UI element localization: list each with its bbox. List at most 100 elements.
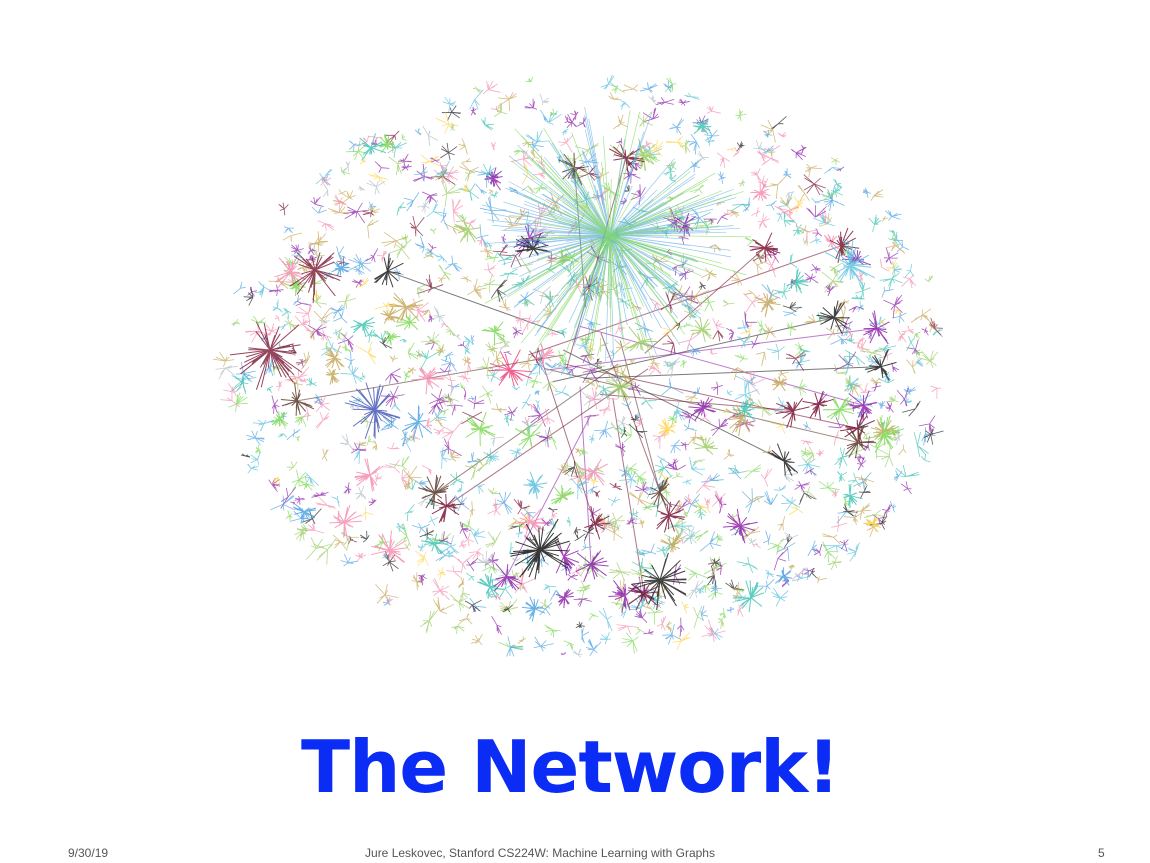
network-cluster bbox=[682, 508, 688, 518]
network-cluster bbox=[763, 145, 781, 161]
network-cluster bbox=[329, 304, 346, 319]
network-cluster bbox=[782, 301, 803, 313]
network-cluster bbox=[811, 197, 820, 205]
network-cluster bbox=[285, 510, 293, 522]
network-cluster bbox=[738, 179, 746, 187]
network-cluster bbox=[464, 599, 482, 613]
network-cluster bbox=[444, 351, 454, 363]
network-cluster bbox=[449, 594, 470, 612]
network-cluster bbox=[616, 624, 639, 635]
network-cluster bbox=[381, 232, 408, 249]
network-cluster bbox=[371, 206, 376, 214]
network-cluster bbox=[781, 494, 800, 512]
network-cluster bbox=[511, 275, 531, 289]
network-cluster bbox=[822, 396, 856, 425]
network-cluster bbox=[626, 517, 638, 525]
network-cluster bbox=[799, 224, 811, 235]
network-cluster bbox=[771, 116, 787, 130]
network-cluster bbox=[311, 491, 329, 498]
network-cluster bbox=[749, 399, 772, 418]
network-edges bbox=[296, 157, 881, 594]
network-cluster bbox=[403, 370, 411, 383]
network-cluster bbox=[368, 172, 388, 185]
network-cluster bbox=[350, 317, 376, 338]
network-cluster bbox=[466, 557, 479, 572]
network-cluster bbox=[776, 210, 784, 222]
network-cluster bbox=[464, 459, 480, 481]
network-cluster bbox=[799, 348, 811, 357]
network-cluster bbox=[509, 447, 523, 461]
network-cluster bbox=[891, 362, 900, 372]
network-cluster bbox=[699, 531, 721, 552]
network-cluster bbox=[644, 477, 664, 499]
network-cluster bbox=[543, 114, 549, 123]
network-cluster bbox=[564, 115, 571, 124]
network-cluster bbox=[693, 606, 704, 628]
network-cluster bbox=[470, 106, 477, 116]
network-cluster bbox=[727, 147, 736, 152]
network-cluster bbox=[588, 467, 596, 479]
network-cluster bbox=[332, 534, 348, 551]
network-cluster bbox=[490, 436, 504, 447]
network-cluster bbox=[463, 388, 467, 400]
network-cluster bbox=[449, 122, 456, 131]
network-cluster bbox=[372, 330, 388, 342]
network-cluster bbox=[847, 542, 860, 562]
network-cluster bbox=[407, 342, 421, 360]
network-cluster bbox=[747, 496, 763, 503]
network-cluster bbox=[581, 627, 590, 644]
network-cluster bbox=[680, 322, 694, 328]
network-cluster bbox=[808, 568, 817, 579]
network-cluster bbox=[803, 174, 826, 196]
network-cluster bbox=[442, 97, 456, 113]
network-cluster bbox=[584, 379, 595, 387]
network-cluster bbox=[819, 185, 835, 211]
network-cluster bbox=[901, 274, 917, 289]
network-cluster bbox=[598, 607, 613, 632]
network-cluster bbox=[684, 493, 693, 505]
network-cluster bbox=[834, 363, 848, 374]
network-cluster bbox=[343, 202, 370, 224]
network-cluster bbox=[855, 281, 871, 300]
network-cluster bbox=[440, 356, 457, 375]
network-cluster bbox=[409, 216, 425, 237]
network-cluster bbox=[752, 542, 761, 549]
network-cluster bbox=[566, 113, 578, 129]
network-cluster bbox=[910, 308, 933, 324]
network-cluster bbox=[615, 318, 626, 335]
network-cluster bbox=[734, 354, 748, 363]
network-cluster bbox=[561, 128, 569, 136]
network-cluster bbox=[533, 343, 555, 368]
network-cluster bbox=[679, 360, 688, 368]
network-cluster bbox=[766, 200, 777, 211]
network-cluster bbox=[388, 292, 424, 323]
network-cluster bbox=[420, 331, 441, 348]
network-cluster bbox=[853, 472, 872, 492]
network-cluster bbox=[716, 152, 731, 168]
network-cluster bbox=[834, 447, 853, 469]
network-cluster bbox=[212, 351, 235, 368]
network-cluster bbox=[477, 573, 504, 599]
network-cluster bbox=[688, 431, 707, 445]
network-cluster bbox=[337, 293, 357, 309]
network-cluster bbox=[466, 356, 472, 375]
network-cluster bbox=[473, 483, 485, 494]
network-figure bbox=[212, 74, 944, 658]
network-cluster bbox=[698, 507, 706, 520]
network-cluster bbox=[294, 435, 301, 442]
network-cluster bbox=[668, 118, 684, 135]
network-cluster bbox=[522, 420, 538, 435]
network-cluster bbox=[833, 178, 843, 189]
network-cluster bbox=[333, 510, 343, 526]
network-cluster bbox=[664, 359, 677, 368]
network-cluster bbox=[751, 207, 761, 218]
network-cluster bbox=[374, 253, 404, 288]
network-cluster bbox=[353, 445, 361, 465]
network-cluster bbox=[735, 108, 747, 122]
network-cluster bbox=[521, 164, 535, 185]
network-cluster bbox=[508, 517, 528, 531]
network-cluster bbox=[460, 275, 472, 283]
network-cluster bbox=[605, 370, 634, 402]
network-cluster bbox=[928, 323, 937, 333]
